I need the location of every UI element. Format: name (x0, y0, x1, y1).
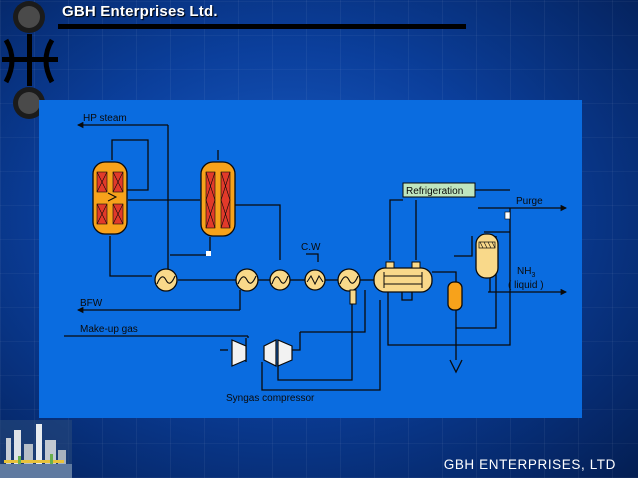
valve-marker (206, 251, 211, 256)
heat-exchanger-2 (235, 268, 259, 292)
syngas-compressor (231, 339, 293, 367)
reactor-1 (92, 161, 128, 235)
label-bfw: BFW (80, 298, 103, 309)
label-nh3: NH3 (517, 266, 535, 279)
label-liquid: ( liquid ) (508, 280, 544, 291)
heat-exchanger-4 (337, 268, 361, 292)
title-underline (58, 24, 466, 29)
heat-exchanger-3 (269, 269, 291, 291)
heat-exchanger-1 (154, 268, 178, 292)
cooling-water-exchanger (304, 269, 326, 291)
refrigeration-chiller (373, 261, 433, 293)
label-cw: C.W (301, 242, 321, 253)
flash-separator (447, 281, 463, 311)
label-hp-steam: HP steam (83, 113, 127, 124)
small-cooler (349, 289, 357, 305)
label-syngas-compressor: Syngas compressor (226, 393, 315, 404)
ammonia-separator (475, 233, 499, 279)
label-purge: Purge (516, 196, 543, 207)
reactor-2 (200, 161, 236, 237)
refrigeration-box (402, 182, 476, 198)
label-makeup-gas: Make-up gas (80, 324, 138, 335)
footer-company: GBH ENTERPRISES, LTD (443, 457, 616, 472)
label-refrigeration: Refrigeration (406, 186, 463, 197)
purge-valve (504, 211, 511, 220)
refinery-plant-icon (0, 420, 72, 478)
gbh-logo-icon (2, 1, 58, 119)
company-title: GBH Enterprises Ltd. (62, 3, 218, 20)
